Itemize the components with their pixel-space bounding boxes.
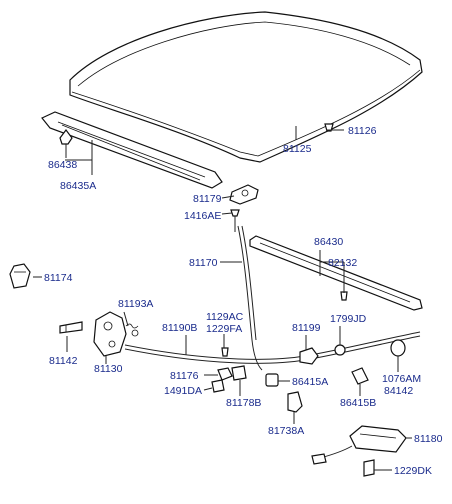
cable-81190B <box>124 331 421 364</box>
label-81199: 81199 <box>292 322 321 334</box>
label-81178B: 81178B <box>226 397 261 409</box>
label-81126: 81126 <box>348 125 377 137</box>
label-81190B: 81190B <box>162 322 197 334</box>
bumper-81179 <box>229 184 259 205</box>
label-81170: 81170 <box>189 257 218 269</box>
hood-latch-81130 <box>93 311 127 357</box>
bolt-1229DK <box>363 459 375 477</box>
label-86415B: 86415B <box>340 397 376 409</box>
label-1416AE: 1416AE <box>184 210 221 222</box>
release-handle-81180 <box>311 425 407 465</box>
label-1229DK: 1229DK <box>394 465 432 477</box>
spring-81193A <box>125 323 139 337</box>
hood-stay-rod <box>249 235 423 311</box>
bumper-86415B <box>351 367 369 385</box>
label-86415A: 86415A <box>292 376 328 388</box>
label-86430: 86430 <box>314 236 343 248</box>
hood-panel <box>69 11 423 163</box>
plug-84142 <box>390 339 406 357</box>
label-81193A: 81193A <box>118 298 153 310</box>
grommet-81199 <box>299 347 319 365</box>
label-81174: 81174 <box>44 272 73 284</box>
label-82132: 82132 <box>328 257 357 269</box>
front-molding <box>41 111 223 189</box>
label-1076AM: 1076AM <box>382 373 421 385</box>
label-86438: 86438 <box>48 159 77 171</box>
label-1491DA: 1491DA <box>164 385 202 397</box>
label-81179: 81179 <box>193 193 222 205</box>
clip-1129AC <box>221 347 229 357</box>
label-81142: 81142 <box>49 355 78 367</box>
label-81738A: 81738A <box>268 425 304 437</box>
label-1799JD: 1799JD <box>330 313 367 325</box>
label-1129AC: 1129AC <box>206 311 244 323</box>
label-81125: 81125 <box>283 143 312 155</box>
label-86435A: 86435A <box>60 180 96 192</box>
clip-86438 <box>59 129 73 145</box>
release-cable-81170 <box>237 225 263 371</box>
pad-81174 <box>9 263 31 289</box>
part-labels: 81125 81126 86438 86435A 81179 1416AE 86… <box>44 125 443 477</box>
label-81176: 81176 <box>170 370 199 382</box>
bumper-86415A <box>265 373 279 387</box>
label-81180: 81180 <box>414 433 443 445</box>
label-84142: 84142 <box>384 385 413 397</box>
clip-82132 <box>340 291 348 301</box>
clip-1799JD <box>334 344 346 356</box>
screw-81126 <box>324 123 334 132</box>
bolt-81142 <box>59 321 83 334</box>
label-1229FA: 1229FA <box>206 323 242 335</box>
leader-lines <box>33 126 412 471</box>
joint-81176 <box>211 365 247 393</box>
label-81130: 81130 <box>94 363 123 375</box>
bolt-1416AE <box>230 209 240 232</box>
grommet-81738A <box>287 391 303 413</box>
